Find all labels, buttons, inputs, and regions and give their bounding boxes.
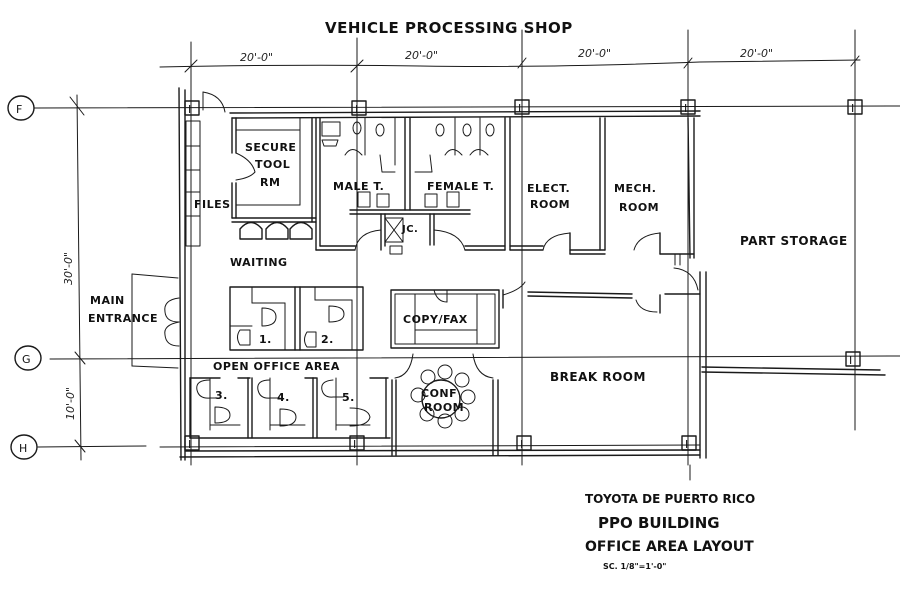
label-elect: ELECT. <box>527 182 570 195</box>
svg-text:I: I <box>684 102 687 115</box>
label-elect-room: ROOM <box>530 198 570 211</box>
conf-room <box>391 353 499 456</box>
label-entrance: ENTRANCE <box>88 312 158 325</box>
top-dimension-string: 20'-0" 20'-0" 20'-0" 20'-0" <box>159 29 861 466</box>
grid-label-f: F <box>16 103 22 116</box>
label-janitor: JC. <box>401 224 418 235</box>
workstation-3-label: 3. <box>215 389 228 402</box>
workstations-upper <box>229 286 364 351</box>
dimension-col-2: 20'-0" <box>405 49 438 62</box>
elect-mech-rooms <box>509 117 699 291</box>
toilets-block <box>315 117 511 255</box>
workstation-5-label: 5. <box>342 391 355 404</box>
files-shelving <box>185 120 201 247</box>
svg-text:I: I <box>849 354 852 367</box>
dimension-row-gh: 10'-0" <box>64 387 77 420</box>
dimension-row-fg: 30'-0" <box>62 252 75 285</box>
label-male-t: MALE T. <box>333 180 384 193</box>
corridor-walls <box>502 281 701 314</box>
title-block-sheet: OFFICE AREA LAYOUT <box>585 539 754 555</box>
title-block-scale: SC. 1/8"=1'-0" <box>603 562 666 571</box>
grid-label-h: H <box>19 442 27 455</box>
label-mech-room: ROOM <box>619 201 659 214</box>
workstation-2-label: 2. <box>321 333 334 346</box>
label-tool: TOOL <box>255 158 290 171</box>
column-markers: I I I I I I I I I I <box>184 99 863 451</box>
grid-bubble-h <box>10 434 38 460</box>
dimension-col-3: 20'-0" <box>578 47 611 60</box>
label-secure: SECURE <box>245 141 296 154</box>
label-rm: RM <box>260 176 280 189</box>
title-block-client: TOYOTA DE PUERTO RICO <box>585 492 755 506</box>
copy-fax-room <box>390 289 500 349</box>
label-break-room: BREAK ROOM <box>550 370 646 384</box>
svg-text:I: I <box>520 438 523 451</box>
dimension-col-1: 20'-0" <box>240 51 273 64</box>
grid-row-h: H <box>10 434 701 460</box>
label-conf: CONF <box>421 387 457 400</box>
workstation-1-label: 1. <box>259 333 272 346</box>
dimension-col-4: 20'-0" <box>740 47 773 60</box>
label-mech: MECH. <box>614 182 656 195</box>
svg-text:I: I <box>188 103 191 116</box>
label-copy-fax: COPY/FAX <box>403 313 468 326</box>
label-waiting: WAITING <box>230 256 288 269</box>
svg-text:I: I <box>188 438 191 451</box>
svg-text:I: I <box>355 103 358 116</box>
title-block: TOYOTA DE PUERTO RICO PPO BUILDING OFFIC… <box>585 492 755 571</box>
workstation-4-label: 4. <box>277 391 290 404</box>
waiting-chairs <box>239 221 313 240</box>
svg-text:I: I <box>518 102 521 115</box>
label-conf-room: ROOM <box>424 401 464 414</box>
title-block-building: PPO BUILDING <box>598 514 720 532</box>
workstations-lower <box>189 377 391 439</box>
secure-tool-room <box>231 117 317 251</box>
svg-text:I: I <box>353 438 356 451</box>
grid-bubble-g <box>14 345 42 371</box>
main-entrance <box>131 273 180 369</box>
label-open-office-area: OPEN OFFICE AREA <box>213 360 340 373</box>
drawing-title: VEHICLE PROCESSING SHOP <box>325 19 573 37</box>
label-female-t: FEMALE T. <box>427 180 494 193</box>
exterior-walls <box>178 87 886 461</box>
grid-label-g: G <box>22 353 31 366</box>
north-door-swing <box>202 91 226 113</box>
grid-row-f: F <box>7 95 900 121</box>
svg-text:I: I <box>685 438 688 451</box>
label-main: MAIN <box>90 294 125 307</box>
label-files: FILES <box>194 198 231 211</box>
svg-text:I: I <box>851 102 854 115</box>
label-part-storage: PART STORAGE <box>740 234 848 248</box>
left-dimension-line <box>76 94 82 461</box>
